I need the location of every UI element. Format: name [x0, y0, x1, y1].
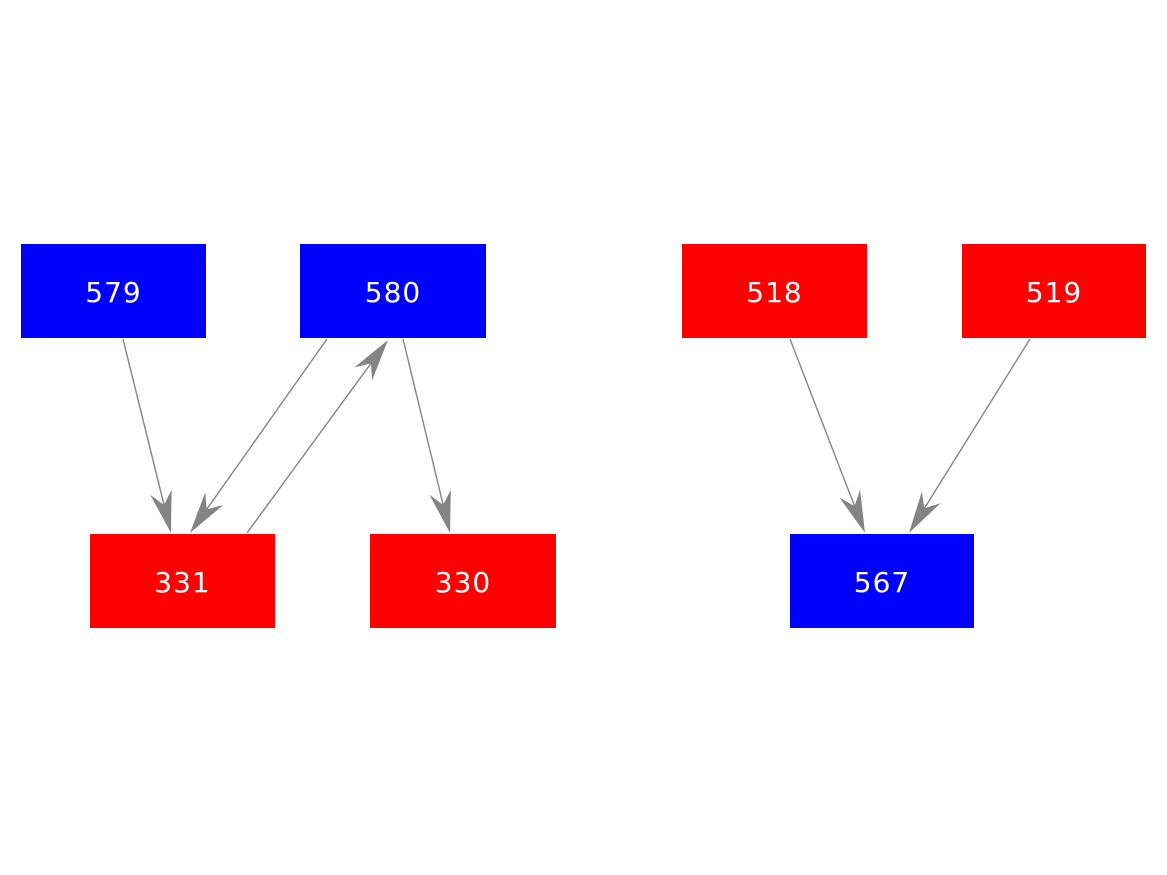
node-label-519: 519 [1025, 276, 1083, 309]
node-label-331: 331 [154, 566, 211, 599]
arrowhead-519-to-567 [909, 491, 941, 533]
edge-580-to-331 [206, 338, 328, 510]
arrowhead-580-to-330 [429, 489, 451, 533]
edge-519-to-567 [923, 338, 1031, 509]
arrowhead-579-to-331 [150, 489, 172, 533]
node-label-580: 580 [364, 276, 422, 309]
node-580[interactable]: 580 [300, 244, 486, 338]
node-330[interactable]: 330 [370, 534, 556, 628]
arrowhead-518-to-567 [839, 489, 865, 533]
edge-331-to-580 [246, 363, 372, 534]
node-518[interactable]: 518 [682, 244, 867, 338]
node-331[interactable]: 331 [90, 534, 275, 628]
arrowhead-580-to-331 [190, 492, 224, 533]
arrowhead-331-to-580 [354, 340, 388, 381]
node-567[interactable]: 567 [790, 534, 974, 628]
edge-580-to-330 [402, 338, 444, 505]
node-label-567: 567 [853, 566, 911, 599]
node-519[interactable]: 519 [962, 244, 1146, 338]
edge-579-to-331 [122, 338, 165, 506]
node-label-330: 330 [434, 566, 492, 599]
edge-518-to-567 [789, 338, 856, 507]
node-label-579: 579 [85, 276, 142, 309]
node-label-518: 518 [746, 276, 803, 309]
node-579[interactable]: 579 [21, 244, 206, 338]
